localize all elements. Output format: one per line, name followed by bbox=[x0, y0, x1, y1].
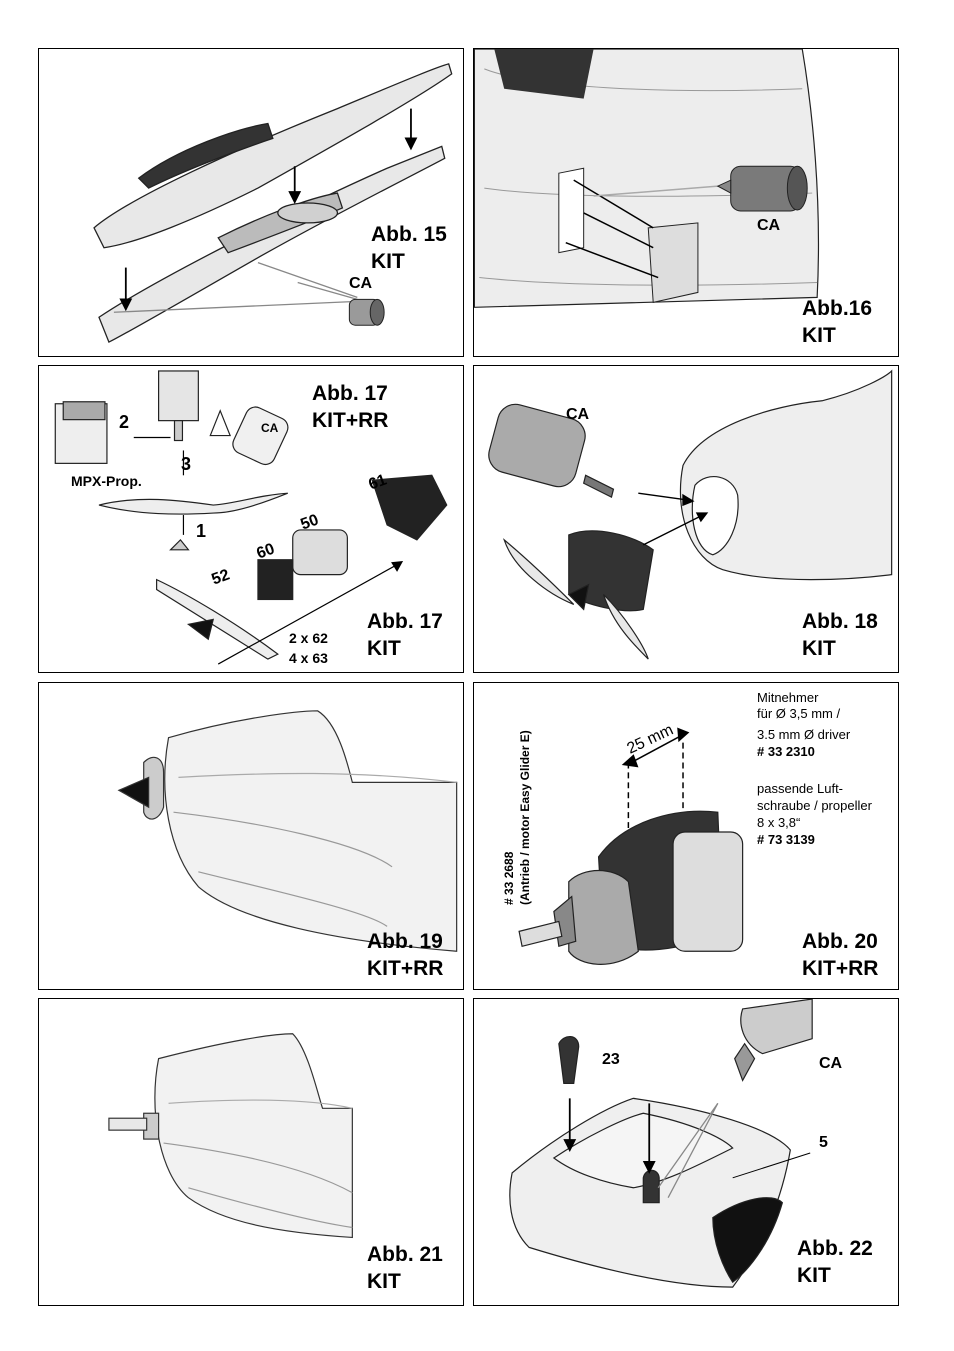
caption-abb20: Abb. 20 KIT+RR bbox=[802, 930, 879, 980]
figure-abb18: CA Abb. 18 KIT bbox=[473, 365, 899, 673]
nose-with-spinner-illustration bbox=[117, 710, 458, 952]
label-part-number: # 33 2688 bbox=[502, 851, 516, 905]
label-1: 1 bbox=[196, 521, 207, 541]
caption-abb18: Abb. 18 KIT bbox=[802, 610, 878, 660]
label-23: 23 bbox=[602, 1051, 620, 1068]
label-mpx-prop: MPX-Prop. bbox=[71, 473, 142, 489]
fuselage-side-illustration bbox=[474, 49, 820, 308]
caption-abb15: Abb. 15 KIT bbox=[371, 223, 447, 273]
motor-assembly-illustration bbox=[54, 370, 448, 665]
figure-abb22: 23 5 CA Abb. 22 KIT bbox=[473, 998, 899, 1306]
motor-dimension-illustration bbox=[518, 727, 744, 965]
note-driver-number: # 33 2310 bbox=[757, 744, 815, 759]
label-part-description: (Antrieb / motor Easy Glider E) bbox=[518, 730, 532, 905]
caption-abb19: Abb. 19 KIT+RR bbox=[367, 930, 444, 980]
motor-insertion-illustration bbox=[488, 369, 893, 660]
figure-abb19: Abb. 19 KIT+RR bbox=[38, 682, 464, 990]
caption-abb17-top: Abb. 17 KIT+RR bbox=[312, 382, 389, 432]
nose-with-shaft-illustration bbox=[108, 1033, 353, 1239]
label-screws-63: 4 x 63 bbox=[289, 650, 328, 666]
figure-abb17: Abb. 17 KIT+RR Abb. 17 KIT 2 3 1 CA MPX-… bbox=[38, 365, 464, 673]
note-driver-line1: Mitnehmer bbox=[757, 690, 819, 705]
figure-abb21: Abb. 21 KIT bbox=[38, 998, 464, 1306]
caption-abb16: Abb.16 KIT bbox=[802, 297, 873, 347]
note-prop-line1: passende Luft- bbox=[757, 781, 844, 796]
figure-abb16: CA Abb.16 KIT bbox=[473, 48, 899, 357]
label-ca: CA bbox=[566, 406, 590, 423]
label-screws-62: 2 x 62 bbox=[289, 630, 328, 646]
label-ca: CA bbox=[261, 421, 279, 435]
label-2: 2 bbox=[119, 412, 130, 432]
figure-abb20: 25 mm # 33 2688 (Antrieb / motor Easy Gl… bbox=[473, 682, 899, 990]
note-prop-line2: schraube / propeller bbox=[757, 798, 872, 813]
caption-abb21: Abb. 21 KIT bbox=[367, 1243, 443, 1293]
note-driver-line2: für Ø 3,5 mm / bbox=[757, 706, 841, 721]
caption-abb22: Abb. 22 KIT bbox=[797, 1237, 873, 1287]
caption-abb17-bottom: Abb. 17 KIT bbox=[367, 610, 443, 660]
label-ca: CA bbox=[757, 217, 781, 234]
note-driver-line3: 3.5 mm Ø driver bbox=[757, 727, 851, 742]
note-prop-line3: 8 x 3,8“ bbox=[757, 815, 801, 830]
label-5: 5 bbox=[819, 1134, 828, 1151]
fuselage-halves-illustration bbox=[93, 63, 453, 343]
label-ca: CA bbox=[819, 1055, 843, 1072]
note-prop-number: # 73 3139 bbox=[757, 832, 815, 847]
canopy-latch-illustration bbox=[509, 999, 813, 1288]
label-ca: CA bbox=[349, 275, 373, 292]
figure-abb15: CA Abb. 15 KIT bbox=[38, 48, 464, 357]
label-3: 3 bbox=[181, 454, 192, 474]
